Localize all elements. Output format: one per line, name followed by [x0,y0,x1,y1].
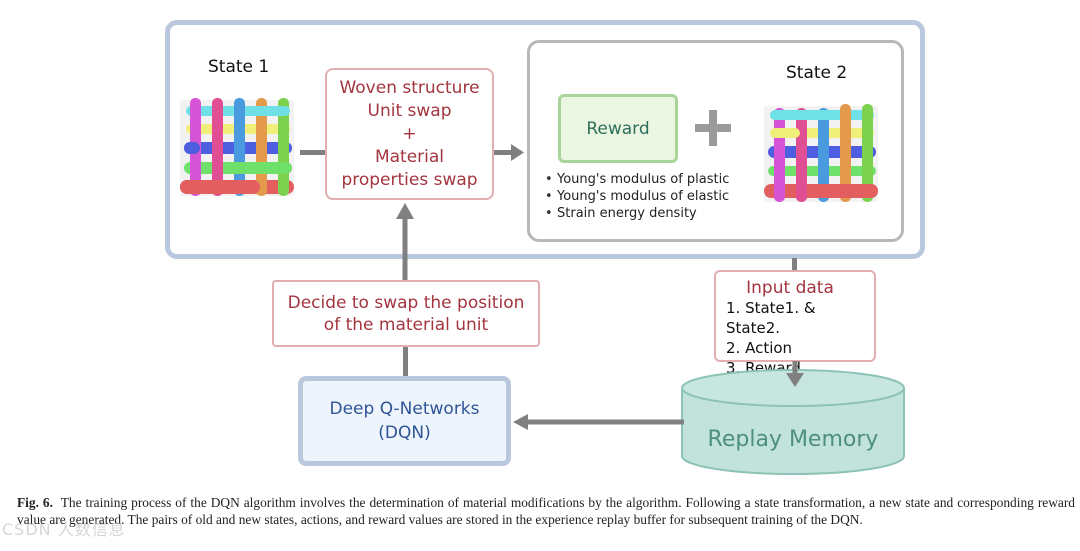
state2-label: State 2 [786,63,848,83]
watermark: CSDN 人数信息 [2,520,126,539]
thread-lightblue [818,108,829,202]
action-line: Woven structure [339,77,480,98]
decide-line: of the material unit [323,314,489,335]
arrow-left-icon [513,414,684,430]
action-line: + [402,123,417,144]
state1-woven-structure-image [180,98,294,196]
thread-orange [840,104,851,202]
thread-pink [212,98,223,196]
thread-blue-over [184,142,200,154]
dqn-line: Deep Q-Networks [329,399,480,419]
plus-icon-vertical [709,110,717,146]
input-data-item: 1. State1. & State2. [726,299,816,337]
thread-green-over [224,162,290,174]
input-data-box: Input data 1. State1. & State2. 2. Actio… [714,270,876,377]
figure-caption: Fig. 6. The training process of the DQN … [17,494,1075,528]
reward-criterion: Strain energy density [545,205,729,222]
reward-criterion: Young's modulus of elastic [545,188,729,205]
thread-lime [862,104,873,202]
thread-red-over [808,184,878,198]
arrow-right-icon [494,144,524,161]
action-box: Woven structure Unit swap + Material pro… [325,68,494,200]
connector-line [792,258,797,270]
thread-red-over [180,180,260,194]
arrow-up-icon [396,203,414,281]
input-data-item: 2. Action [726,339,793,357]
replay-memory-cylinder: Replay Memory [681,369,905,475]
reward-criterion: Young's modulus of plastic [545,171,729,188]
state1-label: State 1 [208,57,270,77]
dqn-line: (DQN) [378,423,431,443]
figure-caption-text: The training process of the DQN algorith… [17,495,1075,527]
input-data-title: Input data [746,278,834,298]
connector-line [300,150,325,155]
thread-yellow-over [770,128,800,138]
figure-label: Fig. 6. [17,495,53,510]
state2-woven-structure-image [764,104,878,202]
decide-line: Decide to swap the position [287,292,525,313]
thread-cyan-over [770,110,836,120]
reward-box: Reward [558,94,678,163]
action-line: properties swap [341,169,478,190]
thread-cyan-over [246,106,290,116]
dqn-box: Deep Q-Networks (DQN) [298,376,511,466]
connector-line [403,347,408,376]
replay-memory-label: Replay Memory [708,427,879,452]
decide-action-box: Decide to swap the position of the mater… [272,280,540,347]
action-line: Material [374,146,445,167]
reward-criteria-list: Young's modulus of plastic Young's modul… [545,171,729,222]
action-line: Unit swap [367,100,452,121]
arrow-down-icon [786,361,804,387]
